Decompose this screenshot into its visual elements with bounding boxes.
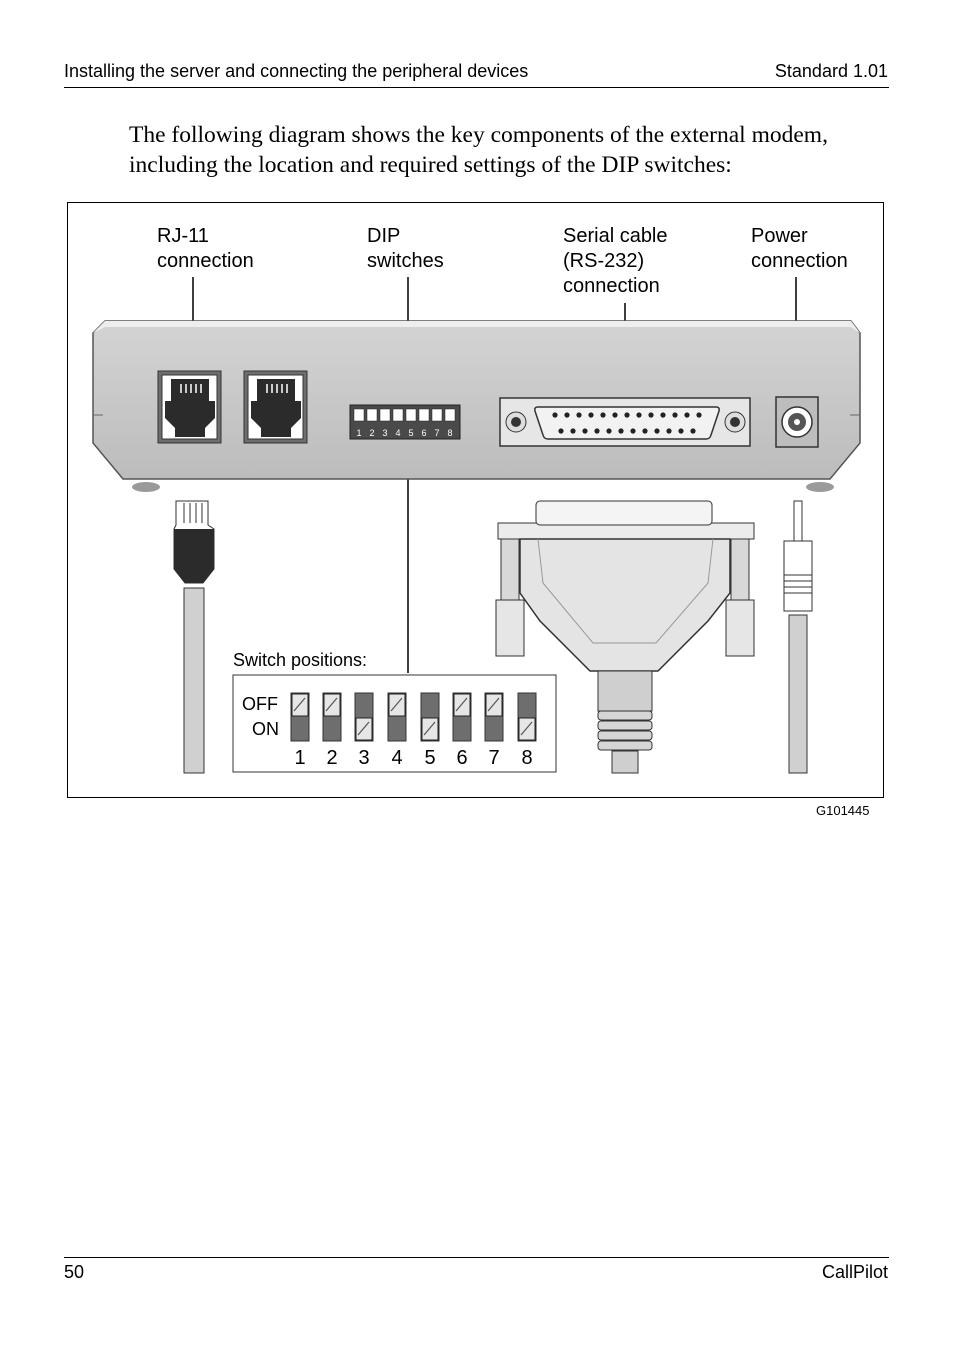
- device-dip-switch: [353, 408, 365, 422]
- dip-label-line1: DIP: [367, 225, 401, 247]
- off-label: OFF: [242, 694, 278, 714]
- switch-toggle: [453, 693, 471, 717]
- power-jack: [775, 396, 819, 448]
- rj11-label-line2: connection: [157, 250, 254, 272]
- device-dip-number: 7: [434, 428, 439, 438]
- running-header-version: Standard 1.01: [774, 61, 888, 81]
- device-dip-switch: [418, 408, 430, 422]
- running-header-title: Installing the server and connecting the…: [64, 61, 529, 81]
- footer-rule: [64, 1257, 889, 1258]
- page-number: 50: [64, 1262, 85, 1282]
- switch-4: 4: [387, 692, 407, 769]
- switch-toggle: [485, 693, 503, 717]
- dip-switches-label: DIP switches: [367, 224, 444, 274]
- switch-number: 4: [391, 747, 402, 769]
- switch-number: 5: [424, 747, 435, 769]
- switch-number: 2: [326, 747, 337, 769]
- switch-toggle: [388, 693, 406, 717]
- switch-1: 1: [290, 692, 310, 769]
- serial-label-line1: Serial cable: [563, 225, 668, 247]
- rj11-connection-label: RJ-11 connection: [157, 224, 254, 274]
- switch-3: 3: [354, 692, 374, 769]
- device-dip-switch: [405, 408, 417, 422]
- on-label: ON: [252, 719, 279, 739]
- switch-toggle: [355, 717, 373, 741]
- serial-label-line2: (RS-232): [563, 250, 645, 272]
- header-rule: [64, 87, 889, 88]
- switch-number: 3: [358, 747, 369, 769]
- intro-paragraph: The following diagram shows the key comp…: [129, 122, 828, 178]
- device-dip-number: 8: [447, 428, 452, 438]
- device-dip-switch: [366, 408, 378, 422]
- switch-5: 5: [420, 692, 440, 769]
- switch-6: 6: [452, 692, 472, 769]
- device-dip-switch: [444, 408, 456, 422]
- power-label-line1: Power: [751, 225, 808, 247]
- device-dip-switch: [431, 408, 443, 422]
- switch-number: 1: [294, 747, 305, 769]
- device-dip-number: 5: [408, 428, 413, 438]
- power-plug-cable: [783, 500, 813, 774]
- device-dip-number: 1: [356, 428, 361, 438]
- rj11-jack-line: [157, 370, 222, 444]
- device-dip-number: 3: [382, 428, 387, 438]
- serial-label-line3: connection: [563, 275, 660, 297]
- switch-2: 2: [322, 692, 342, 769]
- device-dip-number: 6: [421, 428, 426, 438]
- serial-port-db25: [499, 397, 751, 447]
- switch-toggle: [323, 693, 341, 717]
- rj11-plug-cable: [173, 500, 215, 774]
- power-connection-label: Power connection: [751, 224, 848, 274]
- switch-number: 8: [521, 747, 532, 769]
- power-label-line2: connection: [751, 250, 848, 272]
- switch-toggle: [518, 717, 536, 741]
- switch-number: 7: [488, 747, 499, 769]
- device-dip-switch: [392, 408, 404, 422]
- switch-7: 7: [484, 692, 504, 769]
- figure-id: G101445: [816, 803, 870, 818]
- rj11-label-line1: RJ-11: [157, 225, 209, 247]
- device-dip-switch: [379, 408, 391, 422]
- switch-toggle: [291, 693, 309, 717]
- switch-number: 6: [456, 747, 467, 769]
- serial-cable-label: Serial cable (RS-232) connection: [563, 224, 668, 299]
- dip-label-line2: switches: [367, 250, 444, 272]
- product-name: CallPilot: [821, 1262, 888, 1282]
- switch-8: 8: [517, 692, 537, 769]
- switch-toggle: [421, 717, 439, 741]
- serial-cable-plug: [495, 500, 755, 774]
- rj11-jack-phone: [243, 370, 308, 444]
- switch-positions-title: Switch positions:: [233, 650, 367, 670]
- device-dip-number: 4: [395, 428, 400, 438]
- device-dip-number: 2: [369, 428, 374, 438]
